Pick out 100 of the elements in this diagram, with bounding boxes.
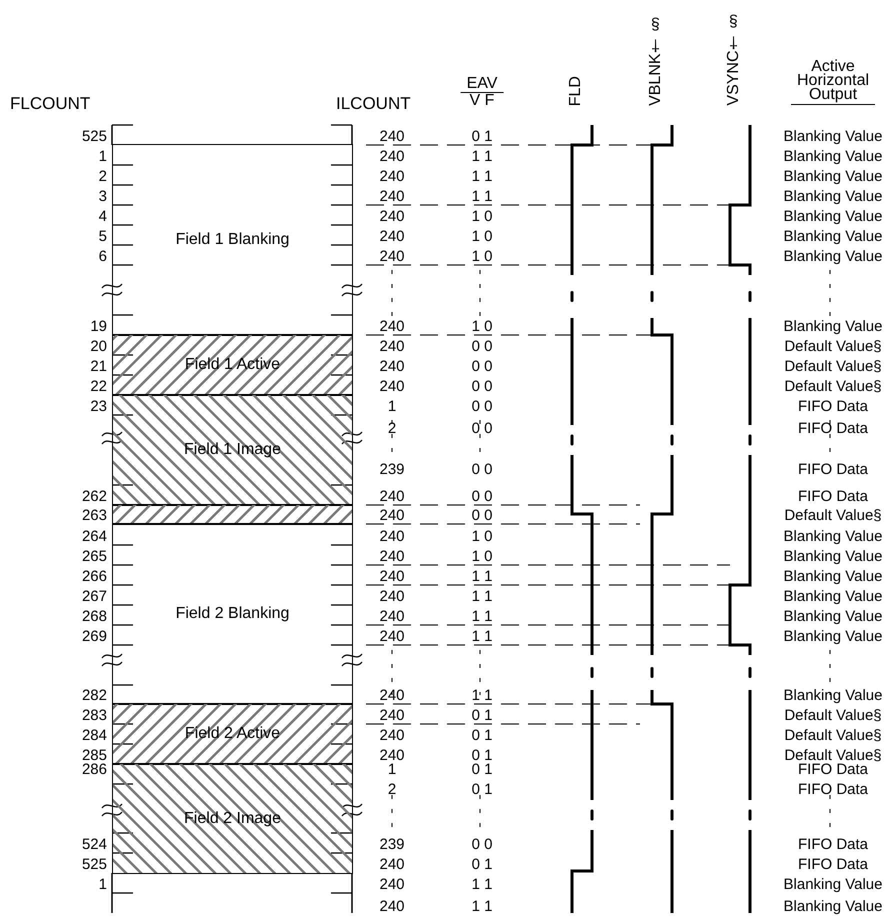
- line-number: 262: [82, 489, 107, 505]
- eav-code: 0 1: [472, 748, 492, 764]
- output-value: Blanking Value: [784, 129, 882, 145]
- hatched-band: [112, 703, 353, 765]
- line-count: 240: [379, 857, 405, 873]
- eav-code: 1 1: [472, 149, 492, 165]
- line-count: 240: [379, 748, 405, 764]
- band-title: Field 2 Active: [184, 725, 280, 743]
- line-count: 240: [379, 549, 405, 565]
- line-number: 267: [82, 589, 107, 605]
- line-number: 283: [82, 708, 107, 724]
- eav-code: 0 0: [472, 339, 492, 355]
- output-value: Default Value§: [784, 339, 882, 355]
- output-value: Default Value§: [784, 379, 882, 395]
- eav-code: 1 1: [472, 169, 492, 185]
- output-value: FIFO Data: [798, 782, 868, 798]
- output-value: Blanking Value: [784, 209, 882, 225]
- line-count: 240: [379, 169, 405, 185]
- eav-code: 0 1: [472, 708, 492, 724]
- output-value: FIFO Data: [798, 857, 868, 873]
- line-number: 2: [98, 169, 107, 185]
- eav-code: 0 0: [472, 359, 492, 375]
- eav-code: 0 0: [472, 837, 492, 853]
- line-count: 239: [379, 462, 405, 478]
- line-number: 19: [90, 319, 107, 335]
- output-value: Default Value§: [784, 508, 882, 524]
- output-value: Blanking Value: [784, 629, 882, 645]
- output-value: Blanking Value: [784, 149, 882, 165]
- line-number: 6: [98, 249, 107, 265]
- eav-code: 1 0: [472, 229, 492, 245]
- line-number: 3: [98, 189, 107, 205]
- line-count: 240: [379, 899, 405, 915]
- signal-name: FLD: [567, 76, 585, 106]
- output-value: Blanking Value: [784, 609, 882, 625]
- signal-name: VSYNC† §: [725, 12, 743, 106]
- line-count: 240: [379, 339, 405, 355]
- line-count: 1: [388, 762, 396, 778]
- hatched-band: [112, 763, 353, 874]
- hatched-band: [112, 334, 353, 396]
- line-number: 284: [82, 728, 107, 744]
- line-number: 524: [82, 837, 107, 853]
- line-count: 240: [379, 229, 405, 245]
- eav-code: 0 1: [472, 782, 492, 798]
- line-count: 2: [388, 782, 396, 798]
- line-count: 240: [379, 708, 405, 724]
- output-value: FIFO Data: [798, 762, 868, 778]
- eav-code: 0 1: [472, 129, 492, 145]
- output-value: Blanking Value: [784, 877, 882, 893]
- line-count: 240: [379, 319, 405, 335]
- line-count: 240: [379, 569, 405, 585]
- line-count: 240: [379, 589, 405, 605]
- eav-code: 1 0: [472, 249, 492, 265]
- eav-code: 0 1: [472, 728, 492, 744]
- band-title: Field 2 Blanking: [176, 605, 290, 623]
- output-value: Default Value§: [784, 708, 882, 724]
- line-number: 525: [82, 857, 107, 873]
- line-number: 21: [90, 359, 107, 375]
- line-count: 240: [379, 508, 405, 524]
- output-value: Blanking Value: [784, 249, 882, 265]
- output-value: Default Value§: [784, 359, 882, 375]
- line-count: 240: [379, 688, 405, 704]
- output-value: FIFO Data: [798, 421, 868, 437]
- line-number: 269: [82, 629, 107, 645]
- eav-code: 1 1: [472, 569, 492, 585]
- line-count: 240: [379, 129, 405, 145]
- line-number: 282: [82, 688, 107, 704]
- eav-code: 1 1: [472, 589, 492, 605]
- column-header: ILCOUNT: [336, 96, 411, 112]
- line-count: 240: [379, 609, 405, 625]
- output-value: Blanking Value: [784, 529, 882, 545]
- output-value: FIFO Data: [798, 462, 868, 478]
- output-value: FIFO Data: [798, 489, 868, 505]
- line-count: 239: [379, 837, 405, 853]
- line-number: 265: [82, 549, 107, 565]
- column-header: EAV: [460, 76, 504, 93]
- eav-code: 1 1: [472, 688, 492, 704]
- eav-code: 1 0: [472, 319, 492, 335]
- field-band: [112, 144, 353, 336]
- output-value: Blanking Value: [784, 189, 882, 205]
- eav-code: 0 0: [472, 489, 492, 505]
- eav-code: 0 0: [472, 462, 492, 478]
- eav-code: 1 1: [472, 629, 492, 645]
- line-count: 240: [379, 189, 405, 205]
- eav-code: 0 0: [472, 399, 492, 415]
- output-value: Blanking Value: [784, 589, 882, 605]
- eav-code: 1 1: [472, 609, 492, 625]
- eav-code: 0 0: [472, 421, 492, 437]
- output-value: Default Value§: [784, 748, 882, 764]
- line-count: 240: [379, 629, 405, 645]
- line-count: 240: [379, 379, 405, 395]
- eav-code: 1 0: [472, 209, 492, 225]
- eav-code: 0 1: [472, 857, 492, 873]
- eav-code: 1 1: [472, 189, 492, 205]
- hatched-band: [112, 504, 353, 525]
- line-count: 240: [379, 529, 405, 545]
- eav-code: 0 0: [472, 508, 492, 524]
- line-number: 1: [98, 877, 107, 893]
- eav-code: 0 0: [472, 379, 492, 395]
- column-header: Active Horizontal Output: [791, 60, 875, 105]
- line-count: 240: [379, 359, 405, 375]
